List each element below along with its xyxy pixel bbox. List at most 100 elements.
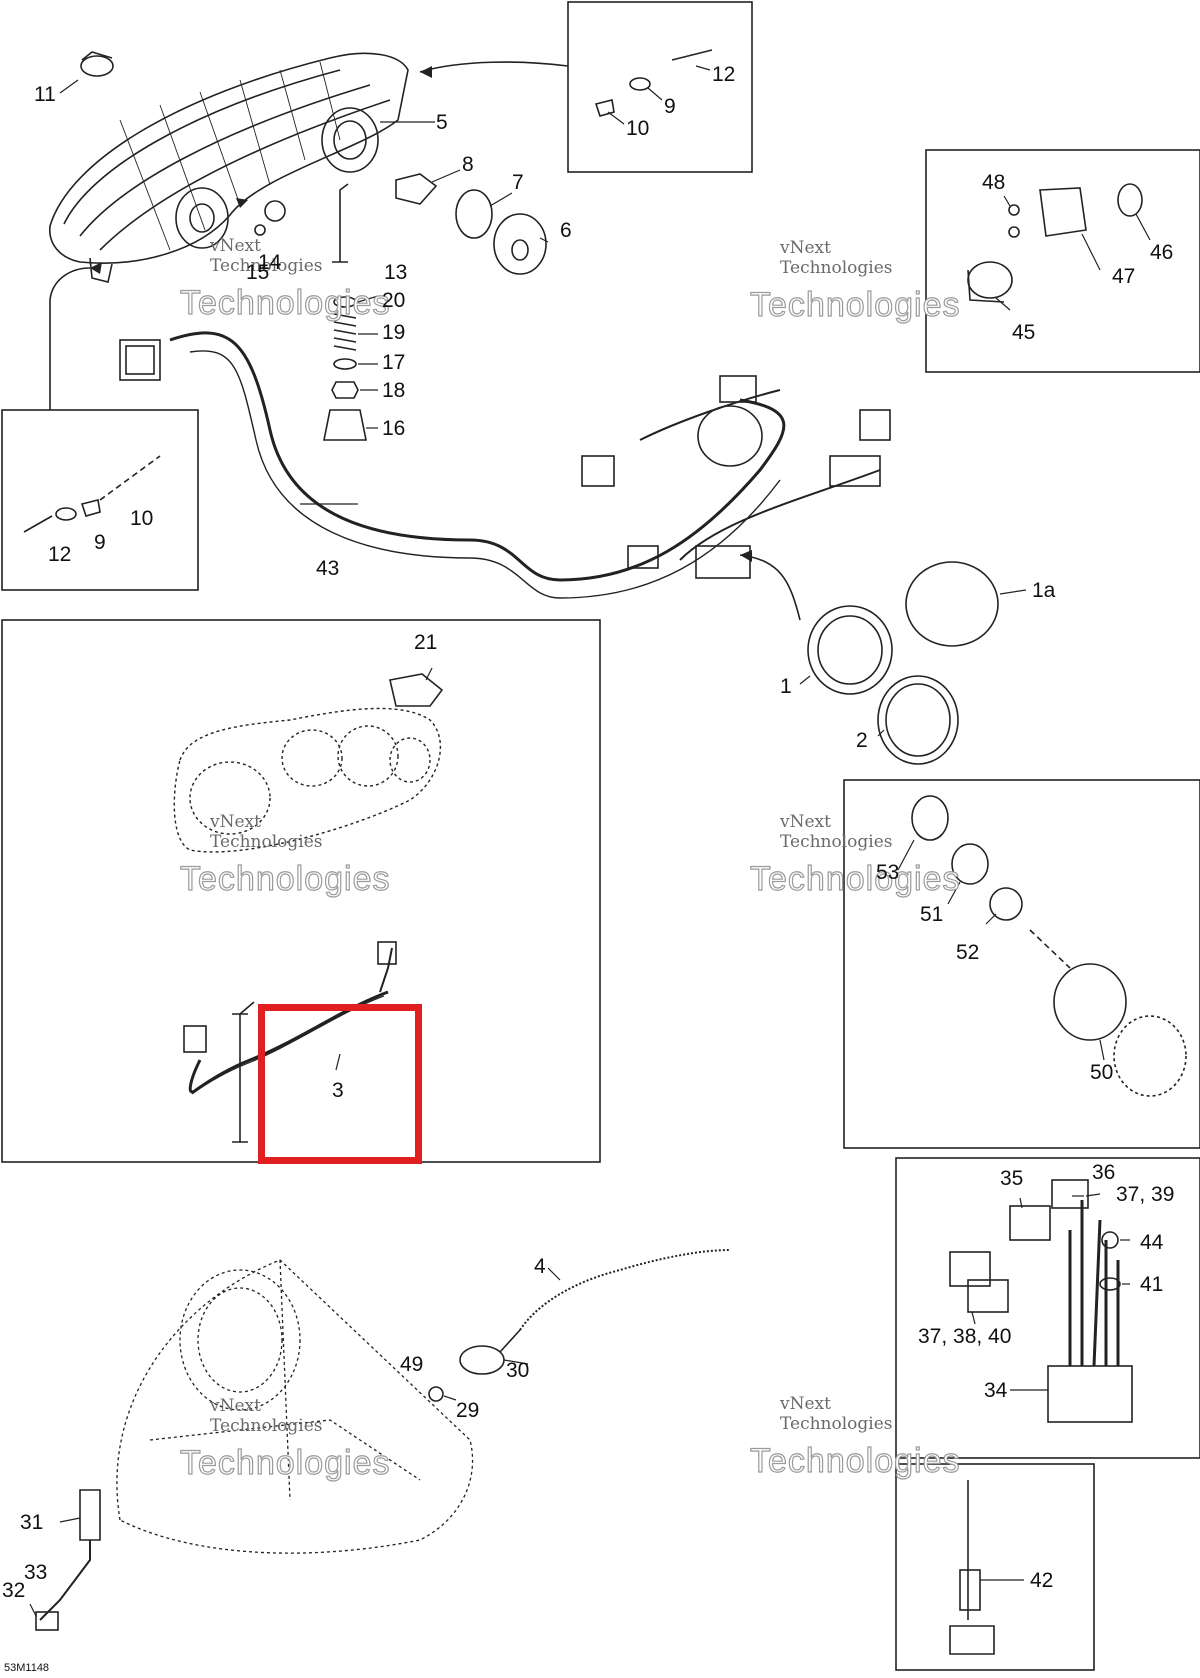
callout-15: 15: [246, 261, 270, 284]
callout-16: 16: [382, 417, 406, 440]
callout-37-39: 37, 39: [1116, 1183, 1175, 1206]
connector-part-35: [1009, 1205, 1051, 1241]
inset-box-regulator: [895, 1157, 1200, 1459]
bezel-part-51: [951, 843, 989, 885]
callout-5: 5: [436, 111, 448, 134]
bolt-part-44: [1101, 1231, 1119, 1249]
washer-part-9b: [55, 507, 77, 521]
grommet-part-15: [264, 200, 286, 222]
knob-part-16: [323, 409, 367, 441]
callout-31: 31: [20, 1511, 44, 1534]
callout-41: 41: [1140, 1273, 1164, 1296]
callout-10-left: 10: [130, 507, 154, 530]
callout-2: 2: [856, 729, 868, 752]
callout-43: 43: [316, 557, 340, 580]
watermark-text: vNext: [780, 238, 831, 258]
callout-4: 4: [534, 1255, 546, 1278]
washer-part-9a: [629, 77, 651, 91]
bracket-part-47: [1039, 187, 1087, 237]
callout-47: 47: [1112, 265, 1136, 288]
callout-46: 46: [1150, 241, 1174, 264]
callout-14: 14: [258, 251, 282, 274]
callout-51: 51: [920, 903, 944, 926]
callout-34: 34: [984, 1379, 1008, 1402]
ring-part-2: [877, 675, 959, 765]
connector-part-36: [1051, 1179, 1089, 1209]
washer-part-41: [1099, 1277, 1121, 1291]
watermark-outline: Technologies: [749, 859, 961, 898]
callout-37-38-40: 37, 38, 40: [918, 1325, 1012, 1348]
watermark-text: Technologies: [210, 1416, 323, 1436]
switch-part-50: [1053, 963, 1127, 1041]
tether-cord-part-4: [519, 1249, 731, 1331]
ring-part-53: [911, 795, 949, 841]
inset-box-top: [567, 1, 753, 173]
callout-1: 1: [780, 675, 792, 698]
clip-part-11: [80, 55, 114, 77]
sensor-part-31: [79, 1489, 101, 1541]
callout-8: 8: [462, 153, 474, 176]
watermark-text: Technologies: [780, 832, 893, 852]
callout-53: 53: [876, 861, 900, 884]
instrument-panel: [173, 707, 442, 853]
callout-6: 6: [560, 219, 572, 242]
inset-box-sensor: [895, 1463, 1095, 1671]
callout-17: 17: [382, 351, 406, 374]
nut-part-18: [331, 381, 359, 399]
callout-3: 3: [332, 1079, 344, 1102]
callout-33: 33: [24, 1561, 48, 1584]
callout-49: 49: [400, 1353, 424, 1376]
watermark-outline: Technologies: [179, 859, 391, 898]
callout-13: 13: [384, 261, 408, 284]
callout-29: 29: [456, 1399, 480, 1422]
bulb-part-8: [395, 173, 438, 205]
spring-part-19: [333, 313, 357, 351]
callout-9-top: 9: [664, 95, 676, 118]
screw-part-29: [428, 1386, 444, 1402]
callout-1a: 1a: [1032, 579, 1056, 602]
callout-18: 18: [382, 379, 406, 402]
watermark-text: vNext: [780, 1394, 831, 1414]
connector-part-37: [949, 1251, 991, 1287]
watermark-outline: Technologies: [749, 285, 961, 324]
callout-12-left: 12: [48, 543, 72, 566]
callout-42: 42: [1030, 1569, 1054, 1592]
wiring-harness-part-43: [119, 331, 891, 599]
watermark-text: Technologies: [210, 832, 323, 852]
screw-part-48b: [1008, 226, 1020, 238]
nut-part-10a: [594, 99, 615, 117]
screw-part-12b: [23, 515, 53, 533]
switch-part-21: [389, 673, 444, 707]
watermark-text: vNext: [780, 812, 831, 832]
adjuster-rod-part-13: [332, 183, 349, 263]
regulator-part-34: [1047, 1365, 1133, 1423]
inset-box-left: [1, 409, 199, 591]
callout-9-left: 9: [94, 531, 106, 554]
watermark-outline: Technologies: [749, 1441, 961, 1480]
callout-48: 48: [982, 171, 1006, 194]
connector-part-32: [35, 1611, 59, 1631]
bezel-part-1a: [905, 561, 999, 647]
callout-19: 19: [382, 321, 406, 344]
screw-part-12a: [671, 49, 713, 61]
relay-part-45: [967, 261, 1013, 299]
callout-30: 30: [506, 1359, 530, 1382]
watermark-outline: Technologies: [179, 283, 391, 322]
callout-35: 35: [1000, 1167, 1024, 1190]
screw-part-48a: [1008, 204, 1020, 216]
inset-box-switch: [843, 779, 1200, 1149]
callout-11: 11: [34, 83, 56, 106]
callout-45: 45: [1012, 321, 1036, 344]
figure-code: 53M1148: [4, 1662, 50, 1674]
watermark-text: Technologies: [780, 1414, 893, 1434]
ring-part-7: [455, 189, 493, 239]
callout-7: 7: [512, 171, 524, 194]
nut-part-52: [989, 887, 1023, 921]
callout-52: 52: [956, 941, 980, 964]
washer-part-20: [333, 296, 357, 308]
callout-20: 20: [382, 289, 406, 312]
ring-part-46: [1117, 183, 1143, 217]
cap-part-6: [493, 213, 547, 275]
hood-shroud: [116, 1259, 474, 1554]
